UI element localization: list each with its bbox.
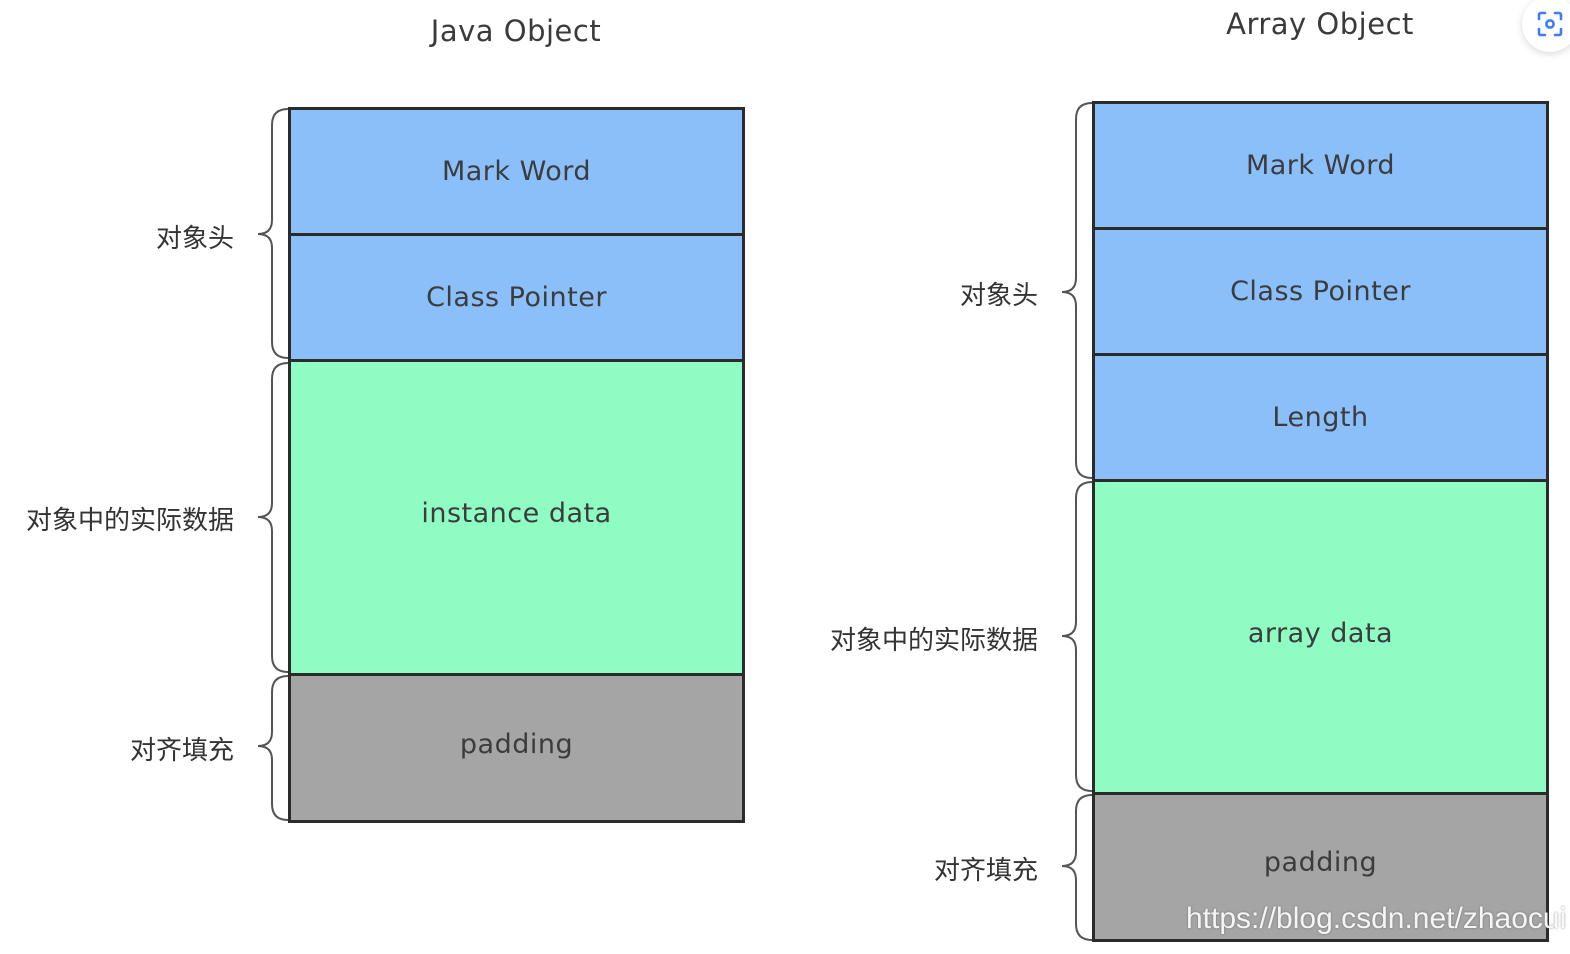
java-data-label: 对象中的实际数据 (25, 506, 234, 536)
array-padding-block: padding (1092, 792, 1549, 942)
array-length-block: Length (1092, 353, 1549, 482)
java-header-label: 对象头 (155, 224, 234, 254)
java-instance-data-label: instance data (421, 498, 612, 529)
array-object-title: Array Object (1226, 7, 1414, 41)
array-padding-side-label: 对齐填充 (933, 856, 1038, 886)
scan-button[interactable] (1522, 0, 1570, 52)
array-data-block: array data (1092, 479, 1549, 795)
java-header-brace (257, 108, 289, 359)
array-data-side-label: 对象中的实际数据 (829, 626, 1038, 656)
array-data-brace (1061, 481, 1093, 792)
java-padding-block: padding (288, 673, 745, 823)
java-object-title: Java Object (430, 14, 602, 48)
java-padding-side-label: 对齐填充 (129, 736, 234, 766)
array-data-label: array data (1247, 617, 1394, 649)
array-header-label: 对象头 (959, 281, 1038, 311)
java-mark-word-block: Mark Word (288, 107, 745, 236)
scan-icon (1537, 11, 1563, 37)
java-data-brace (257, 362, 289, 673)
java-padding-brace (257, 675, 289, 821)
array-header-brace (1061, 102, 1093, 479)
array-class-pointer-block: Class Pointer (1092, 227, 1549, 356)
array-mark-word-block: Mark Word (1092, 101, 1549, 230)
array-padding-brace (1061, 794, 1093, 941)
array-padding-label: padding (1263, 846, 1378, 878)
java-instance-data-block: instance data (288, 359, 745, 676)
java-class-pointer-block: Class Pointer (288, 233, 745, 362)
java-padding-label: padding (459, 728, 574, 760)
watermark: https://blog.csdn.net/zhaocui (1186, 902, 1567, 935)
